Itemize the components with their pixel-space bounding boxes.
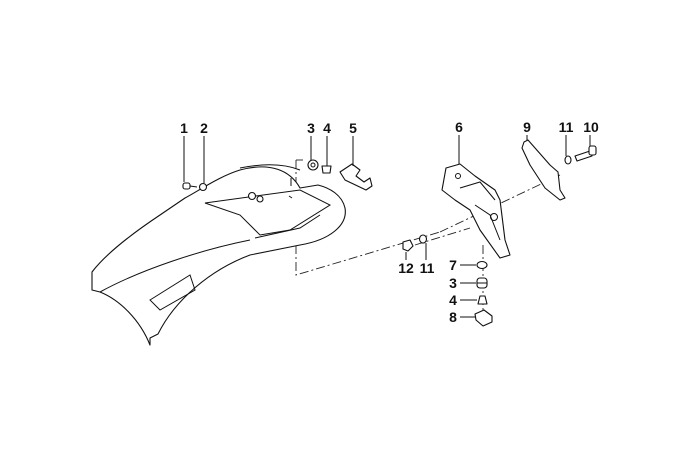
washer-11b-part — [418, 234, 428, 244]
bolt-1-part — [182, 182, 198, 190]
callout-11: 11 — [559, 119, 574, 135]
callout-10: 10 — [583, 119, 599, 135]
leader-lines — [183, 135, 591, 318]
callout-8: 8 — [449, 309, 457, 325]
callout-5: 5 — [349, 120, 357, 136]
callout-3: 3 — [307, 120, 315, 136]
washer-7-part — [476, 260, 488, 270]
clip-nut-8-part — [474, 309, 493, 327]
washer-2-part — [198, 182, 208, 192]
callout-3b: 3 — [449, 275, 457, 291]
callout-12: 12 — [398, 260, 414, 276]
bolt-10-part — [574, 145, 597, 162]
washer-11-part — [564, 155, 572, 165]
callout-11b: 11 — [420, 260, 435, 276]
grommet-3b-part — [476, 277, 488, 289]
nut-4-part — [321, 165, 332, 174]
nut-4b-part — [477, 295, 488, 305]
callout-7: 7 — [449, 257, 457, 273]
callout-1: 1 — [180, 120, 188, 136]
plate-9-part — [521, 139, 566, 201]
callout-2: 2 — [200, 120, 208, 136]
rear-fender — [91, 164, 346, 346]
license-carrier-6-part — [441, 163, 511, 259]
assembly-lines — [295, 159, 561, 310]
callout-4: 4 — [323, 120, 331, 136]
bracket-5-part — [339, 163, 373, 191]
grommet-3-part — [307, 159, 319, 171]
callout-4b: 4 — [449, 292, 457, 308]
callout-6: 6 — [455, 119, 463, 135]
nut-12-part — [402, 239, 414, 252]
callout-9: 9 — [523, 119, 531, 135]
callout-labels: 1 2 3 4 5 6 9 11 10 12 11 7 3 4 8 — [180, 119, 599, 325]
